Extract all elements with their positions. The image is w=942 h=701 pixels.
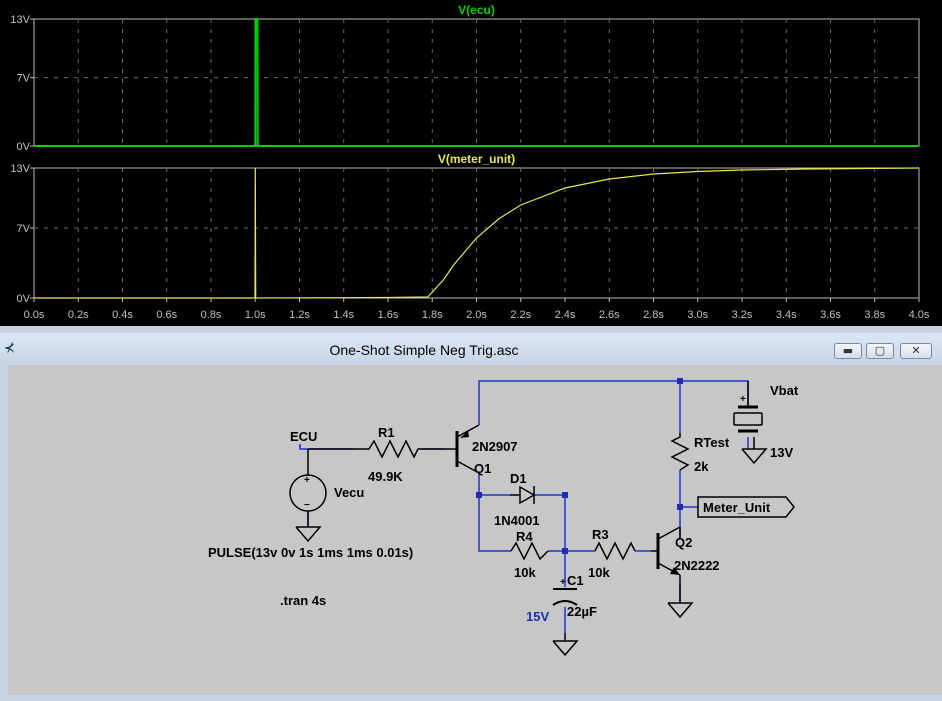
x-tick-label: 2.8s bbox=[643, 309, 664, 321]
vecu-source[interactable]: + − bbox=[289, 448, 353, 543]
window-title: One-Shot Simple Neg Trig.asc bbox=[329, 342, 519, 358]
x-tick-label: 4.0s bbox=[909, 309, 930, 321]
label-c1-value: 22µF bbox=[567, 604, 597, 619]
label-vecu: Vecu bbox=[334, 485, 364, 500]
x-tick-label: 0.0s bbox=[24, 309, 45, 321]
label-q2-model: 2N2222 bbox=[674, 558, 720, 573]
series-ecu[interactable] bbox=[34, 18, 919, 147]
x-tick-label: 0.6s bbox=[156, 309, 177, 321]
x-tick-label: 1.6s bbox=[378, 309, 399, 321]
x-tick-label: 2.4s bbox=[555, 309, 576, 321]
net-flag-meter-unit[interactable] bbox=[697, 496, 795, 518]
title-bar[interactable]: ⊀ One-Shot Simple Neg Trig.asc ▬ ▢ ✕ bbox=[0, 333, 942, 365]
label-r1-value: 49.9K bbox=[368, 469, 403, 484]
label-d1: D1 bbox=[510, 471, 527, 486]
label-q1: Q1 bbox=[474, 461, 491, 476]
pane-meter-unit[interactable]: 0V 7V 13V V(meter_unit) bbox=[10, 152, 920, 305]
label-rtest: RTest bbox=[694, 435, 730, 450]
label-rtest-value: 2k bbox=[694, 459, 709, 474]
maximize-button[interactable]: ▢ bbox=[866, 343, 894, 359]
junctions bbox=[476, 378, 683, 554]
y-tick-label: 0V bbox=[17, 141, 31, 153]
svg-text:+: + bbox=[304, 475, 310, 486]
x-tick-label: 1.2s bbox=[289, 309, 310, 321]
series-meter-unit[interactable] bbox=[34, 167, 920, 299]
svg-text:−: − bbox=[304, 500, 310, 511]
capacitor-c1[interactable]: + bbox=[552, 577, 579, 657]
x-tick-label: 0.2s bbox=[68, 309, 89, 321]
label-r1: R1 bbox=[378, 425, 395, 440]
x-tick-label: 3.8s bbox=[864, 309, 885, 321]
transistor-q2[interactable] bbox=[651, 526, 694, 619]
label-r4-value: 10k bbox=[514, 565, 536, 580]
label-r4: R4 bbox=[516, 529, 533, 544]
label-q2: Q2 bbox=[675, 535, 692, 550]
resistor-r4[interactable] bbox=[510, 541, 549, 561]
x-tick-label: 2.0s bbox=[466, 309, 487, 321]
ltspice-icon[interactable]: ⊀ bbox=[4, 341, 15, 356]
x-tick-label: 1.0s bbox=[245, 309, 266, 321]
x-axis: 0.0s 0.2s 0.4s 0.6s 0.8s 1.0s 1.2s 1.4s 1.6s 1.8s… bbox=[24, 298, 930, 321]
transistor-q1[interactable] bbox=[445, 424, 480, 474]
x-tick-label: 3.4s bbox=[776, 309, 797, 321]
y-tick-label: 13V bbox=[10, 14, 30, 26]
svg-text:+: + bbox=[740, 394, 746, 405]
y-tick-label: 7V bbox=[17, 223, 31, 235]
resistor-r1[interactable] bbox=[353, 439, 445, 459]
diode-d1[interactable] bbox=[510, 485, 536, 505]
x-tick-label: 1.8s bbox=[422, 309, 443, 321]
label-pulse[interactable]: PULSE(13v 0v 1s 1ms 1ms 0.01s) bbox=[208, 545, 413, 560]
x-tick-label: 0.8s bbox=[201, 309, 222, 321]
label-c1: C1 bbox=[567, 573, 584, 588]
schematic-canvas[interactable]: + − bbox=[8, 365, 942, 695]
label-meter-unit: Meter_Unit bbox=[703, 500, 771, 515]
minimize-button[interactable]: ▬ bbox=[834, 343, 862, 359]
svg-text:+: + bbox=[560, 577, 566, 588]
x-tick-label: 3.2s bbox=[732, 309, 753, 321]
x-tick-label: 0.4s bbox=[112, 309, 133, 321]
label-vbat-value: 13V bbox=[770, 445, 793, 460]
pane-ecu[interactable]: 0V 7V 13V V(ecu) bbox=[10, 3, 920, 153]
x-tick-label: 1.4s bbox=[333, 309, 354, 321]
label-r3: R3 bbox=[592, 527, 609, 542]
y-tick-label: 7V bbox=[17, 73, 31, 85]
label-vbat: Vbat bbox=[770, 383, 799, 398]
schematic-window[interactable]: ⊀ One-Shot Simple Neg Trig.asc ▬ ▢ ✕ bbox=[0, 333, 942, 701]
x-tick-label: 2.6s bbox=[599, 309, 620, 321]
label-tran[interactable]: .tran 4s bbox=[280, 593, 326, 608]
resistor-rtest[interactable] bbox=[670, 433, 690, 471]
label-q1-model: 2N2907 bbox=[472, 439, 518, 454]
label-r3-value: 10k bbox=[588, 565, 610, 580]
x-tick-label: 3.0s bbox=[687, 309, 708, 321]
label-c1-initial-condition: 15V bbox=[526, 609, 549, 624]
schematic-drawing[interactable]: + − bbox=[8, 365, 942, 695]
battery-vbat[interactable]: + bbox=[733, 381, 768, 465]
trace-title-meter-unit[interactable]: V(meter_unit) bbox=[438, 152, 515, 166]
close-button[interactable]: ✕ bbox=[900, 343, 932, 359]
y-tick-label: 13V bbox=[10, 163, 30, 175]
label-ecu: ECU bbox=[290, 429, 317, 444]
x-tick-label: 2.2s bbox=[510, 309, 531, 321]
y-tick-label: 0V bbox=[17, 293, 31, 305]
label-d1-model: 1N4001 bbox=[494, 513, 540, 528]
resistor-r3[interactable] bbox=[594, 541, 636, 561]
x-tick-label: 3.6s bbox=[820, 309, 841, 321]
trace-title-ecu[interactable]: V(ecu) bbox=[458, 3, 495, 17]
